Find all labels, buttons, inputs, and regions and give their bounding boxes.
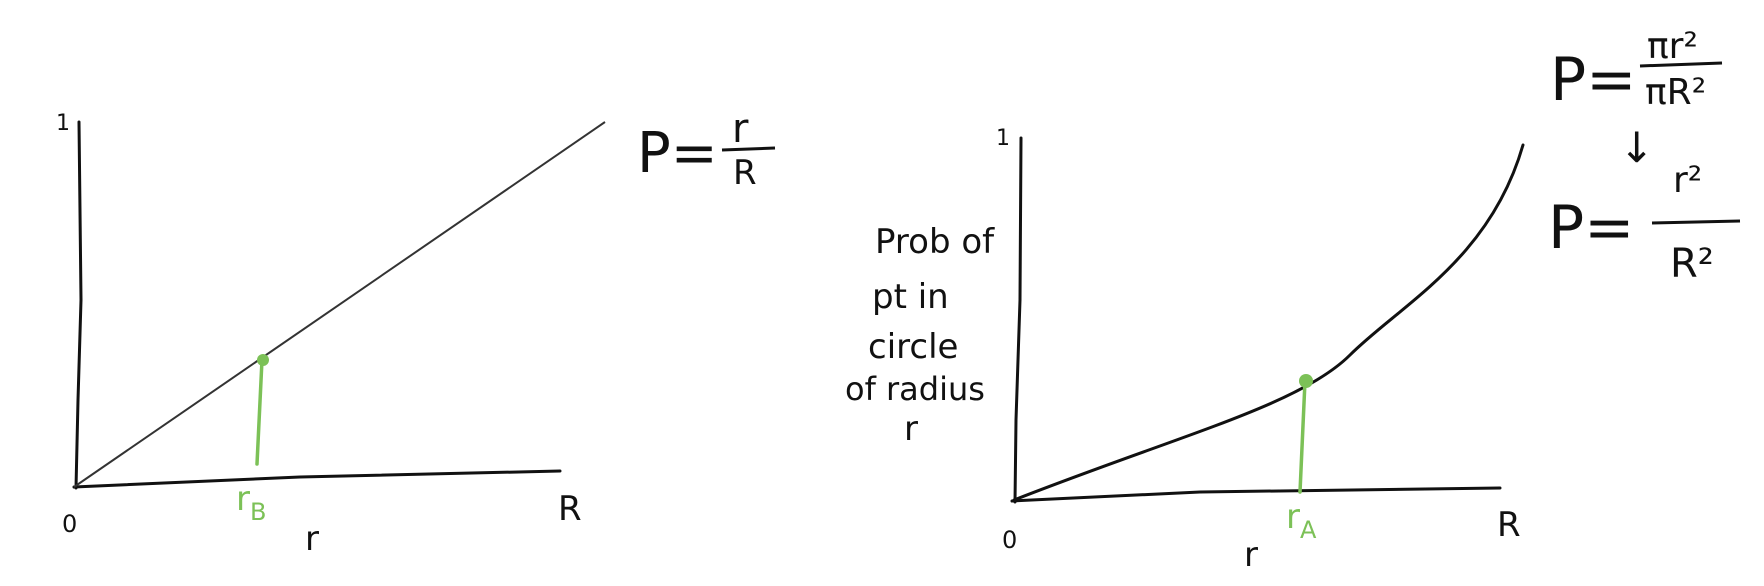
- right-formula1-lhs: P=: [1550, 45, 1636, 115]
- left-x-axis: [72, 469, 562, 489]
- down-arrow-icon: ↓: [1619, 123, 1654, 172]
- right-formula2-fraction-bar: [1651, 219, 1741, 225]
- right-formula1-numerator: πr²: [1647, 26, 1698, 67]
- left-formula-fraction-bar: [721, 146, 776, 152]
- right-graph: 1 0 R r rA Prob of pt in circle of radiu…: [845, 26, 1741, 575]
- right-x-axis-label: r: [1244, 535, 1258, 575]
- left-x-end-label: R: [558, 489, 582, 529]
- right-y-axis: [1013, 136, 1023, 504]
- right-origin-label: 0: [1002, 526, 1017, 554]
- note-line: circle: [868, 327, 958, 367]
- note-line: Prob of: [875, 222, 995, 262]
- right-formula2-denominator: R²: [1670, 241, 1714, 287]
- left-marker-point: [257, 354, 269, 366]
- right-x-axis: [1010, 486, 1502, 503]
- right-marker-point: [1299, 374, 1313, 388]
- right-quadratic-curve: [1012, 143, 1525, 502]
- right-formula1-denominator: πR²: [1645, 72, 1706, 113]
- left-marker-line: [255, 358, 264, 466]
- left-graph: 1 0 R r rB P= r R: [56, 106, 776, 559]
- right-formula2-lhs: P=: [1548, 193, 1634, 263]
- right-y-axis-note: Prob of pt in circle of radius r: [845, 222, 995, 449]
- right-marker-label: rA: [1286, 497, 1317, 544]
- note-line: pt in: [872, 277, 949, 317]
- note-line: r: [904, 409, 918, 449]
- left-linear-line: [73, 121, 606, 488]
- right-x-end-label: R: [1497, 505, 1521, 545]
- left-formula-denominator: R: [733, 153, 757, 193]
- right-formula1-fraction-bar: [1639, 61, 1723, 68]
- left-formula-lhs: P=: [637, 121, 718, 186]
- left-y-axis: [74, 120, 83, 490]
- right-y-top-label: 1: [996, 126, 1010, 151]
- left-formula-numerator: r: [732, 106, 749, 152]
- note-line: of radius: [845, 370, 985, 408]
- right-marker-line: [1298, 379, 1307, 494]
- right-formula2-numerator: r²: [1673, 160, 1702, 201]
- left-y-top-label: 1: [56, 111, 70, 136]
- left-origin-label: 0: [62, 510, 77, 538]
- left-x-axis-label: r: [305, 519, 319, 559]
- left-marker-label: rB: [236, 479, 266, 526]
